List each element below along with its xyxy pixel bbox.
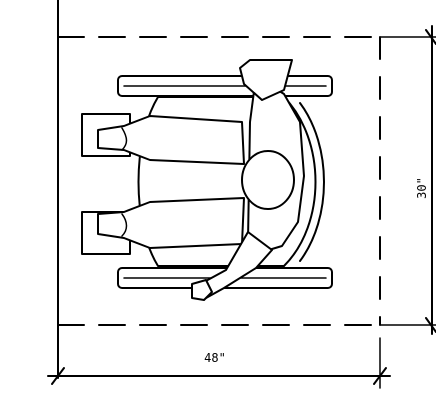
head bbox=[241, 150, 295, 210]
width-label: 48" bbox=[204, 351, 226, 365]
arm-top bbox=[239, 59, 293, 101]
depth-tick-bottom bbox=[425, 317, 436, 333]
leg-top bbox=[97, 115, 245, 165]
hand bbox=[191, 279, 213, 301]
extension-lines bbox=[379, 36, 436, 389]
depth-dimension: 30" bbox=[415, 25, 436, 335]
depth-tick-top bbox=[425, 29, 436, 45]
wheelchair-figure bbox=[81, 59, 333, 301]
width-tick-left bbox=[51, 367, 65, 385]
width-dimension: 48" bbox=[47, 351, 391, 385]
depth-label: 30" bbox=[415, 177, 429, 199]
width-tick-right bbox=[373, 367, 387, 385]
clear-floor-space bbox=[57, 36, 381, 326]
